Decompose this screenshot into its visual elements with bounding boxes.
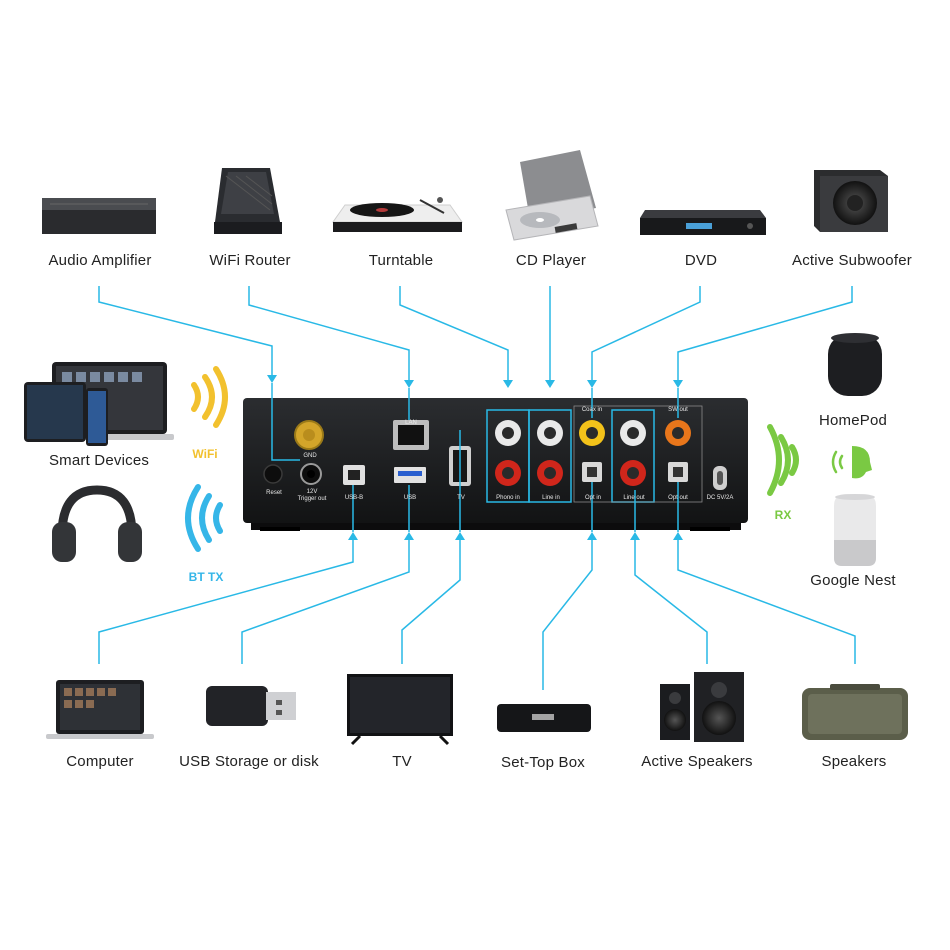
panel-label-sw-out: SW out <box>668 407 688 413</box>
streamer-rear-panel <box>243 383 748 532</box>
rca-line-out-r <box>620 460 646 486</box>
rca-sw-out <box>665 420 691 446</box>
bluetooth-tx-icon <box>185 484 223 552</box>
arrow-wifi <box>404 380 414 388</box>
arrow-tv <box>455 532 465 540</box>
label-set-top-box: Set-Top Box <box>501 754 585 771</box>
label-active-subwoofer: Active Subwoofer <box>792 252 912 269</box>
label-smart-devices: Smart Devices <box>48 452 150 469</box>
google-nest-icon <box>834 494 876 566</box>
line-speakers <box>677 540 856 664</box>
panel-label-reset: Reset <box>266 490 282 496</box>
top-connectors <box>98 286 853 380</box>
line-tv <box>401 540 461 664</box>
headphones-icon <box>52 485 142 562</box>
top-arrowheads <box>267 375 683 388</box>
voice-icon <box>831 446 872 479</box>
label-tv: TV <box>392 753 412 770</box>
rca-line-out-l <box>620 420 646 446</box>
line-active-speakers <box>634 540 708 664</box>
rca-phono-l <box>495 420 521 446</box>
label-rx: RX <box>774 508 792 522</box>
panel-label-phono-in: Phono in <box>496 495 520 501</box>
label-bt-tx: BT TX <box>188 570 224 584</box>
arrow-amplifier <box>267 375 277 383</box>
line-usb-storage <box>241 540 410 664</box>
label-turntable: Turntable <box>368 252 434 269</box>
panel-label-usb: USB <box>403 495 417 501</box>
smart-devices-icon <box>24 362 174 446</box>
panel-label-coax-in: Coax in <box>581 407 603 413</box>
label-cd-player: CD Player <box>515 252 587 269</box>
label-usb-storage: USB Storage or disk <box>179 753 319 770</box>
homepod-icon <box>828 333 882 396</box>
arrow-computer <box>348 532 358 540</box>
computer-icon <box>46 680 154 739</box>
line-turntable <box>399 286 509 380</box>
line-set-top-box <box>542 540 593 690</box>
speakers-icon <box>802 684 908 740</box>
line-wifi-router <box>248 286 410 380</box>
turntable-icon <box>332 197 463 232</box>
line-audio-amplifier <box>98 286 273 375</box>
bottom-arrowheads <box>348 532 683 540</box>
label-google-nest: Google Nest <box>810 572 896 589</box>
cd-player-icon <box>505 150 599 241</box>
rca-line-in-r <box>537 460 563 486</box>
arrow-usb <box>404 532 414 540</box>
panel-label-gnd: GND <box>303 453 317 459</box>
label-homepod: HomePod <box>818 412 888 429</box>
panel-label-tv: TV <box>457 495 465 501</box>
label-speakers: Speakers <box>821 753 887 770</box>
line-dvd <box>591 286 701 380</box>
arrow-settop <box>587 532 597 540</box>
set-top-box-icon <box>497 704 591 732</box>
reset-button <box>263 464 283 484</box>
label-wifi-router: WiFi Router <box>209 252 291 269</box>
label-dvd: DVD <box>684 252 718 269</box>
rca-coax-in <box>579 420 605 446</box>
panel-label-trigger: 12V Trigger out <box>297 489 327 502</box>
arrow-dvd <box>587 380 597 388</box>
panel-label-opt-in: Opt in <box>584 495 602 501</box>
panel-label-line-in: Line in <box>542 495 560 501</box>
line-computer <box>98 540 354 664</box>
usb-storage-icon <box>206 686 296 726</box>
tv-icon <box>347 674 453 746</box>
line-subwoofer <box>677 286 853 380</box>
label-active-speakers: Active Speakers <box>641 753 753 770</box>
arrow-subwoofer <box>673 380 683 388</box>
arrow-cd <box>545 380 555 388</box>
wifi-icon <box>191 366 228 428</box>
active-subwoofer-icon <box>814 170 888 232</box>
arrow-turntable <box>503 380 513 388</box>
panel-label-line-out: Line out <box>623 495 645 501</box>
label-computer: Computer <box>66 753 134 770</box>
panel-label-lan: LAN <box>405 420 417 426</box>
rca-line-in-l <box>537 420 563 446</box>
panel-label-dc: DC 5V/2A <box>706 495 734 501</box>
label-audio-amplifier: Audio Amplifier <box>48 252 152 269</box>
panel-label-usb-b: USB-B <box>344 495 364 501</box>
active-speakers-icon <box>660 672 744 742</box>
arrow-active-speakers <box>630 532 640 540</box>
label-wifi: WiFi <box>192 447 218 461</box>
arrow-speakers <box>673 532 683 540</box>
dvd-player-icon <box>640 210 766 235</box>
rx-icon <box>767 424 799 496</box>
audio-amplifier-icon <box>42 198 156 234</box>
wifi-router-icon <box>214 168 282 234</box>
panel-label-opt-out: Opt out <box>668 495 688 501</box>
bottom-connectors <box>98 540 856 690</box>
rca-phono-r <box>495 460 521 486</box>
